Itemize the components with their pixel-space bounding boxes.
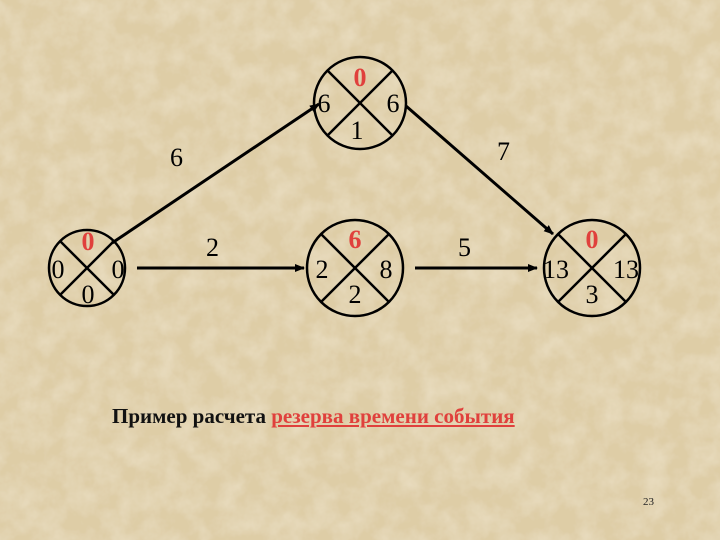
page-number: 23 (643, 496, 654, 508)
edge-e1-e2 (111, 102, 320, 245)
event-cross (320, 233, 390, 303)
event-cross (327, 70, 393, 136)
event-node-e2: 0 6 6 1 (312, 55, 408, 151)
event-late-time: 6 (387, 89, 400, 118)
event-early-time: 2 (316, 255, 329, 284)
event-number: 3 (586, 280, 599, 309)
edge-e2-e4 (405, 104, 554, 236)
event-circle (305, 218, 405, 318)
event-circle (47, 228, 127, 308)
event-reserve: 0 (354, 63, 367, 92)
event-early-time: 0 (52, 255, 65, 284)
event-cross (59, 240, 115, 296)
event-late-time: 13 (613, 255, 639, 284)
event-node-e4: 0 13 13 3 (542, 218, 642, 318)
event-reserve: 0 (586, 225, 599, 254)
event-node-e3: 6 2 8 2 (305, 218, 405, 318)
event-circle (542, 218, 642, 318)
event-cross (557, 233, 627, 303)
event-number: 2 (349, 280, 362, 309)
event-number: 0 (82, 280, 95, 309)
edge-duration-e1-e2: 6 (170, 143, 183, 172)
event-early-time: 6 (318, 89, 331, 118)
slide-caption: Пример расчета резерва времени события (112, 404, 515, 429)
edge-duration-e3-e4: 5 (458, 233, 471, 262)
event-late-time: 0 (112, 255, 125, 284)
event-reserve: 0 (82, 227, 95, 256)
edge-duration-e1-e3: 2 (206, 233, 219, 262)
caption-plain: Пример расчета (112, 404, 272, 428)
event-number: 1 (351, 116, 364, 145)
edge-labels: 6 7 2 5 (170, 137, 510, 262)
edge-duration-e2-e4: 7 (497, 137, 510, 166)
event-circle (312, 55, 408, 151)
event-reserve: 6 (349, 225, 362, 254)
event-late-time: 8 (380, 255, 393, 284)
caption-highlight: резерва времени события (271, 404, 515, 428)
edges (111, 102, 554, 272)
event-early-time: 13 (543, 255, 569, 284)
event-node-e1: 0 0 0 0 (47, 227, 127, 309)
